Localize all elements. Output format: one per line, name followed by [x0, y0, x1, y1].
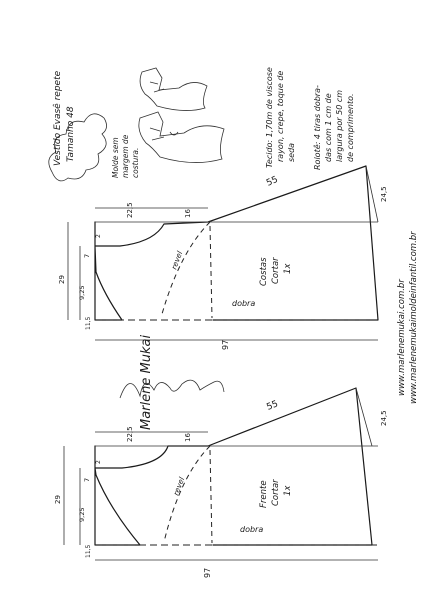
title-cloud: Vestido Evasê repete Tamanho 48 — [48, 70, 107, 182]
seam-note-line-3: costura. — [131, 148, 140, 178]
costas-neck-depth: 7 — [83, 254, 91, 258]
fabric-note: Tecido: 1,70m de viscose rayon, crepe, t… — [265, 67, 296, 168]
frente-outline — [94, 387, 373, 546]
costas-bottom-width: 11,5 — [85, 316, 92, 330]
frente-armhole-width: 9,25 — [78, 508, 86, 522]
dress-sketch-back — [139, 67, 208, 111]
seam-note: Molde sem margem de costura. — [111, 134, 140, 178]
title-line-2: Tamanho 48 — [66, 106, 76, 162]
fabric-line-3: seda — [287, 143, 296, 162]
costas-facing-label: revel — [169, 249, 184, 271]
frente-facing-label: revel — [171, 475, 186, 497]
costas-length: 97 — [221, 340, 230, 350]
costas-shoulder: 16 — [184, 209, 192, 218]
frente-length: 97 — [203, 568, 212, 578]
ruffle-line-2: das com 1 cm de — [324, 93, 333, 162]
ruffle-line-3: largura por 50 cm — [335, 90, 344, 162]
costas-qty: 1x — [283, 263, 293, 274]
frente-fold-label: dobra — [240, 525, 263, 534]
signature: Marlene Mukai — [119, 335, 225, 430]
frente-side-length: 55 — [265, 399, 279, 413]
frente-cut: Cortar — [271, 479, 281, 506]
frente-name: Frente — [259, 480, 269, 508]
frente-shoulder: 16 — [184, 433, 192, 442]
costas-hem-rise: 24,5 — [380, 186, 388, 202]
fabric-line-2: rayon, crepe, toque de — [276, 71, 285, 162]
frente-armhole-depth: 22,5 — [126, 426, 134, 442]
costas-width-top: 29 — [58, 275, 66, 284]
ruffle-note: Rolotê: 4 tiras dobra- das com 1 cm de l… — [312, 85, 355, 170]
dress-sketch-front — [138, 111, 225, 163]
costas-armhole-width: 9,25 — [78, 286, 86, 300]
frente-neck-small: 2 — [95, 460, 102, 464]
ruffle-line-4: de comprimento. — [346, 93, 355, 162]
costas-name: Costas — [259, 257, 269, 286]
ruffle-line-1: Rolotê: 4 tiras dobra- — [312, 85, 322, 170]
title-line-1: Vestido Evasê repete — [52, 70, 63, 166]
pattern-piece-costas: 29 9,25 7 2 11,5 22,5 16 55 24,5 97 reve… — [58, 165, 388, 350]
costas-neck-small: 2 — [95, 234, 102, 238]
frente-width-top: 29 — [54, 495, 62, 504]
url-line-2: www.marlenemukaimoldeinfantil.com.br — [409, 231, 419, 404]
frente-neck-depth: 7 — [83, 478, 91, 482]
fabric-line-1: Tecido: 1,70m de viscose — [265, 67, 274, 168]
seam-note-line-2: margem de — [121, 134, 130, 178]
frente-qty: 1x — [283, 485, 293, 496]
website-urls: www.marlenemukai.com.br www.marlenemukai… — [397, 231, 419, 404]
costas-outline — [94, 165, 379, 321]
costas-fold-label: dobra — [232, 299, 255, 308]
costas-side-length: 55 — [265, 175, 280, 189]
signature-text: Marlene Mukai — [139, 335, 154, 430]
costas-cut: Cortar — [271, 257, 281, 284]
frente-facing-line — [163, 445, 211, 543]
frente-bottom-width: 11,5 — [85, 544, 92, 558]
url-line-1: www.marlenemukai.com.br — [397, 279, 407, 396]
costas-armhole-depth: 22,5 — [126, 202, 134, 218]
frente-hem-rise: 24,5 — [380, 410, 388, 426]
pattern-piece-frente: 29 9,25 7 2 11,5 22,5 16 55 24,5 97 reve… — [54, 387, 388, 578]
costas-facing-line — [161, 221, 211, 315]
seam-note-line-1: Molde sem — [111, 137, 120, 178]
